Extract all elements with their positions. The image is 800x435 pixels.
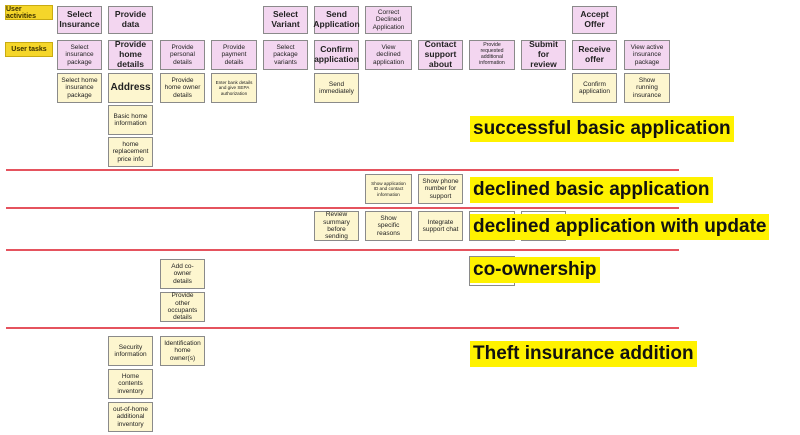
release-heading-co-ownership: co-ownership (470, 257, 600, 283)
row-label-user-activities: User activities (5, 5, 53, 20)
release-divider (6, 207, 679, 209)
release-heading-theft-insurance-addition: Theft insurance addition (470, 341, 697, 367)
story-show-running-insurance[interactable]: Show running insurance (624, 73, 670, 103)
release-divider (6, 169, 679, 171)
task-view-active-insurance-package[interactable]: View active insurance package (624, 40, 670, 70)
activity-send-application[interactable]: Send Application (313, 6, 360, 34)
story-add-co-owner-details[interactable]: Add co-owner details (160, 259, 205, 289)
task-provide-requested-information[interactable]: Provide requested additional information (469, 40, 515, 70)
activity-provide-data[interactable]: Provide data (108, 6, 153, 34)
story-identification-home-owners[interactable]: Identification home owner(s) (160, 336, 205, 366)
activity-accept-offer[interactable]: Accept Offer (572, 6, 617, 34)
release-divider (6, 249, 679, 251)
task-submit-for-review[interactable]: Submit for review (521, 39, 566, 70)
story-address[interactable]: Address (108, 73, 153, 103)
story-show-application-id[interactable]: Show application ID and contact informat… (365, 174, 412, 204)
story-security-information[interactable]: Security information (108, 336, 153, 366)
story-send-immediately[interactable]: Send immediately (314, 73, 359, 103)
story-select-home-insurance-package[interactable]: Select home insurance package (57, 73, 102, 103)
activity-select-variant[interactable]: Select Variant (263, 6, 308, 34)
story-integrate-support-chat[interactable]: Integrate support chat (418, 211, 463, 241)
row-label-user-tasks: User tasks (5, 42, 53, 57)
task-contact-support[interactable]: Contact support about (418, 39, 463, 70)
activity-select-insurance[interactable]: Select Insurance (57, 6, 102, 34)
release-divider (6, 327, 679, 329)
story-provide-home-owner-details[interactable]: Provide home owner details (160, 73, 205, 103)
task-provide-payment-details[interactable]: Provide payment details (211, 40, 257, 70)
release-heading-declined-application-with-update: declined application with update (470, 214, 770, 240)
story-basic-home-information[interactable]: Basic home information (108, 105, 153, 135)
task-select-insurance-package[interactable]: Select insurance package (57, 40, 102, 70)
task-confirm-application[interactable]: Confirm application (314, 40, 359, 70)
story-home-replacement-price-info[interactable]: home replacement price info (108, 137, 153, 167)
task-receive-offer[interactable]: Receive offer (572, 40, 617, 70)
story-provide-other-occupants-details[interactable]: Provide other occupants details (160, 292, 205, 322)
task-view-declined-application[interactable]: View declined application (365, 40, 412, 70)
story-out-of-home-additional-inventory[interactable]: out-of-home additional inventory (108, 402, 153, 432)
task-provide-personal-details[interactable]: Provide personal details (160, 40, 205, 70)
activity-correct-declined-application[interactable]: Correct Declined Application (365, 6, 412, 34)
release-heading-declined-basic-application: declined basic application (470, 177, 713, 203)
story-enter-bank-details[interactable]: Enter bank details and give SEPA authori… (211, 73, 257, 103)
story-confirm-application[interactable]: Confirm application (572, 73, 617, 103)
story-home-contents-inventory[interactable]: Home contents inventory (108, 369, 153, 399)
release-heading-successful-basic-application: successful basic application (470, 116, 734, 142)
story-show-specific-reasons[interactable]: Show specific reasons (365, 211, 412, 241)
task-select-package-variants[interactable]: Select package variants (263, 40, 308, 70)
task-provide-home-details[interactable]: Provide home details (108, 39, 153, 70)
story-show-phone-number[interactable]: Show phone number for support (418, 174, 463, 204)
story-review-summary[interactable]: Review summary before sending (314, 211, 359, 241)
